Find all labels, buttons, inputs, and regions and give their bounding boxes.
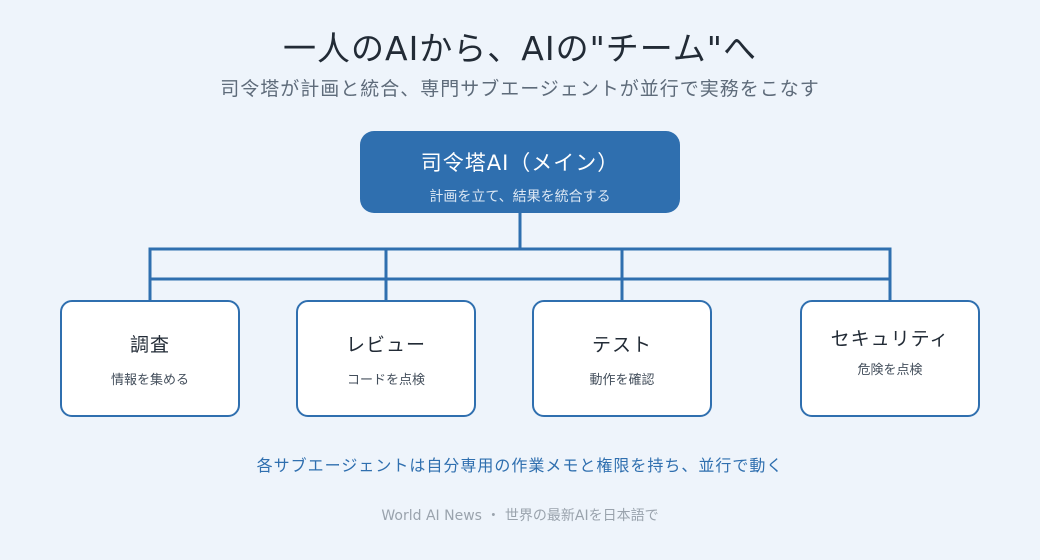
sub-agent-test: テスト 動作を確認	[532, 300, 712, 417]
sub-agent-name: テスト	[591, 334, 652, 356]
page-title: 一人のAIから、AIの"チーム"へ	[283, 29, 757, 68]
sub-agent-description: 動作を確認	[589, 373, 655, 388]
page-subtitle: 司令塔が計画と統合、専門サブエージェントが並行で実務をこなす	[220, 78, 820, 100]
diagram-note: 各サブエージェントは自分専用の作業メモと権限を持ち、並行で動く	[256, 456, 784, 475]
sub-agent-description: コードを点検	[346, 373, 425, 388]
sub-agent-name: 調査	[129, 334, 170, 356]
sub-agent-research: 調査 情報を集める	[60, 300, 240, 417]
main-agent-name: 司令塔AI（メイン）	[420, 151, 620, 175]
main-agent-box: 司令塔AI（メイン） 計画を立て、結果を統合する	[360, 131, 680, 213]
sub-agent-review: レビュー コードを点検	[296, 300, 476, 417]
sub-agent-security: セキュリティ 危険を点検	[800, 300, 980, 417]
sub-agent-name: レビュー	[345, 334, 426, 356]
sub-agent-description: 危険を点検	[857, 363, 923, 378]
sub-agent-name: セキュリティ	[830, 328, 950, 350]
footer-credit: World AI News ・ 世界の最新AIを日本語で	[381, 508, 659, 524]
main-agent-description: 計画を立て、結果を統合する	[429, 189, 611, 205]
sub-agent-description: 情報を集める	[110, 373, 189, 388]
